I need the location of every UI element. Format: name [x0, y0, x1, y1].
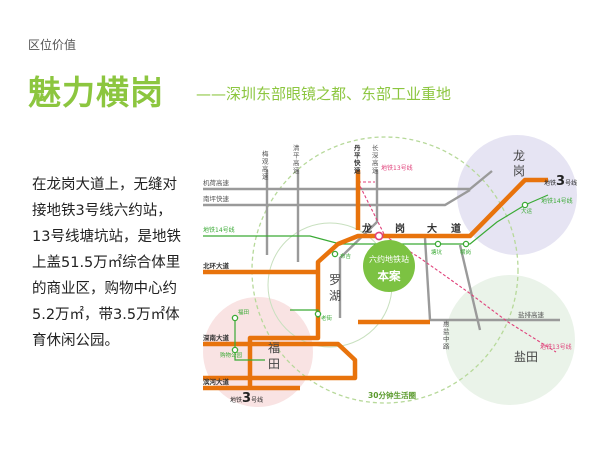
metro-13-label-south: 地铁13号线 [540, 343, 572, 351]
page-title: 魅力横岗 [28, 73, 164, 112]
laojie-station-dot [314, 310, 322, 318]
meiguan-road-label: 梅观高速 [262, 149, 269, 181]
nanping-road [203, 188, 471, 207]
metro-3-line [247, 177, 548, 390]
longgang-label-2: 岗 [513, 164, 525, 178]
metro-3-label-east: 地铁3号线 [544, 174, 577, 189]
qingping-road-label: 清平高速 [293, 143, 300, 175]
longgang-label-1: 龙 [513, 149, 525, 163]
buji-station-dot [331, 250, 339, 258]
metro-3-label-west: 地铁3号线 [230, 391, 263, 406]
life-circle-ring [251, 136, 519, 404]
changshen-expressway-road [338, 170, 379, 318]
metro-13-label-north: 地铁13号线 [381, 164, 413, 172]
life-circle-label: 30分钟生活圈 [368, 390, 416, 400]
jihe-expressway-road-east [380, 170, 493, 191]
huize-road-label: 惠盐中路 [443, 319, 450, 351]
project-marker [363, 240, 415, 292]
longgang-district-circle [457, 135, 577, 255]
main-road-char-4: 道 [451, 222, 461, 235]
shennan-avenue-road [203, 341, 358, 381]
dayun-station-label: 大运 [521, 207, 533, 215]
luohu-label-2: 湖 [329, 288, 341, 303]
dayun-station-dot [521, 201, 529, 209]
tangkeng-station-label: 塘坑 [431, 248, 443, 256]
futian-label-1: 福 [268, 340, 280, 355]
beihuan-road-label: 北环大道 [203, 261, 230, 270]
project-station-label: 六约地铁站 [369, 254, 409, 264]
buji-station-label: 布吉 [340, 252, 352, 260]
yanba-road-label: 盐排高速 [518, 310, 545, 319]
futian-label-2: 田 [268, 357, 280, 371]
changshen-road-label: 长深高速 [372, 143, 379, 175]
shopping-park-station-label: 购物公园 [220, 351, 243, 359]
binhe-road-label: 滨河大道 [203, 377, 230, 386]
danping-road-label: 丹平快速 [353, 144, 361, 175]
main-road-char-3: 大 [427, 222, 437, 235]
henggang-station-dot [462, 240, 470, 248]
tangkeng-station-dot [434, 240, 442, 248]
yantian-district-circle [445, 275, 575, 405]
location-description: 在龙岗大道上，无缝对接地铁3号线六约站，13号线塘坑站，是地铁上盖51.5万㎡综… [32, 177, 181, 349]
page-subtitle: ——深圳东部眼镜之都、东部工业重地 [196, 85, 452, 103]
futian-metro-segment [234, 318, 265, 361]
metro-14-label-west: 地铁14号线 [203, 226, 235, 234]
main-road-char-2: 岗 [395, 222, 405, 235]
shennan-road-label: 深南大道 [203, 333, 230, 342]
futian-station-dot [231, 314, 239, 322]
laojie-station-label: 老街 [321, 314, 333, 322]
jihe-road-label: 机荷高速 [203, 178, 230, 187]
nanping-road-label: 南坪快速 [203, 194, 230, 203]
yantian-label: 盐田 [514, 350, 538, 364]
liuyue-station-marker [374, 231, 384, 241]
shopping-park-station-dot [231, 346, 239, 354]
metro-14-label-east: 地铁14号线 [541, 197, 573, 205]
futian-station-label: 福田 [238, 308, 249, 316]
henggang-station-label: 横岗 [460, 248, 471, 256]
section-label: 区位价值 [28, 38, 77, 52]
futian-district-circle [203, 297, 313, 407]
luohu-label-1: 罗 [329, 273, 341, 287]
project-label: 本案 [378, 269, 401, 283]
main-road-char-1: 龙 [361, 222, 372, 235]
huize-road [458, 244, 482, 331]
